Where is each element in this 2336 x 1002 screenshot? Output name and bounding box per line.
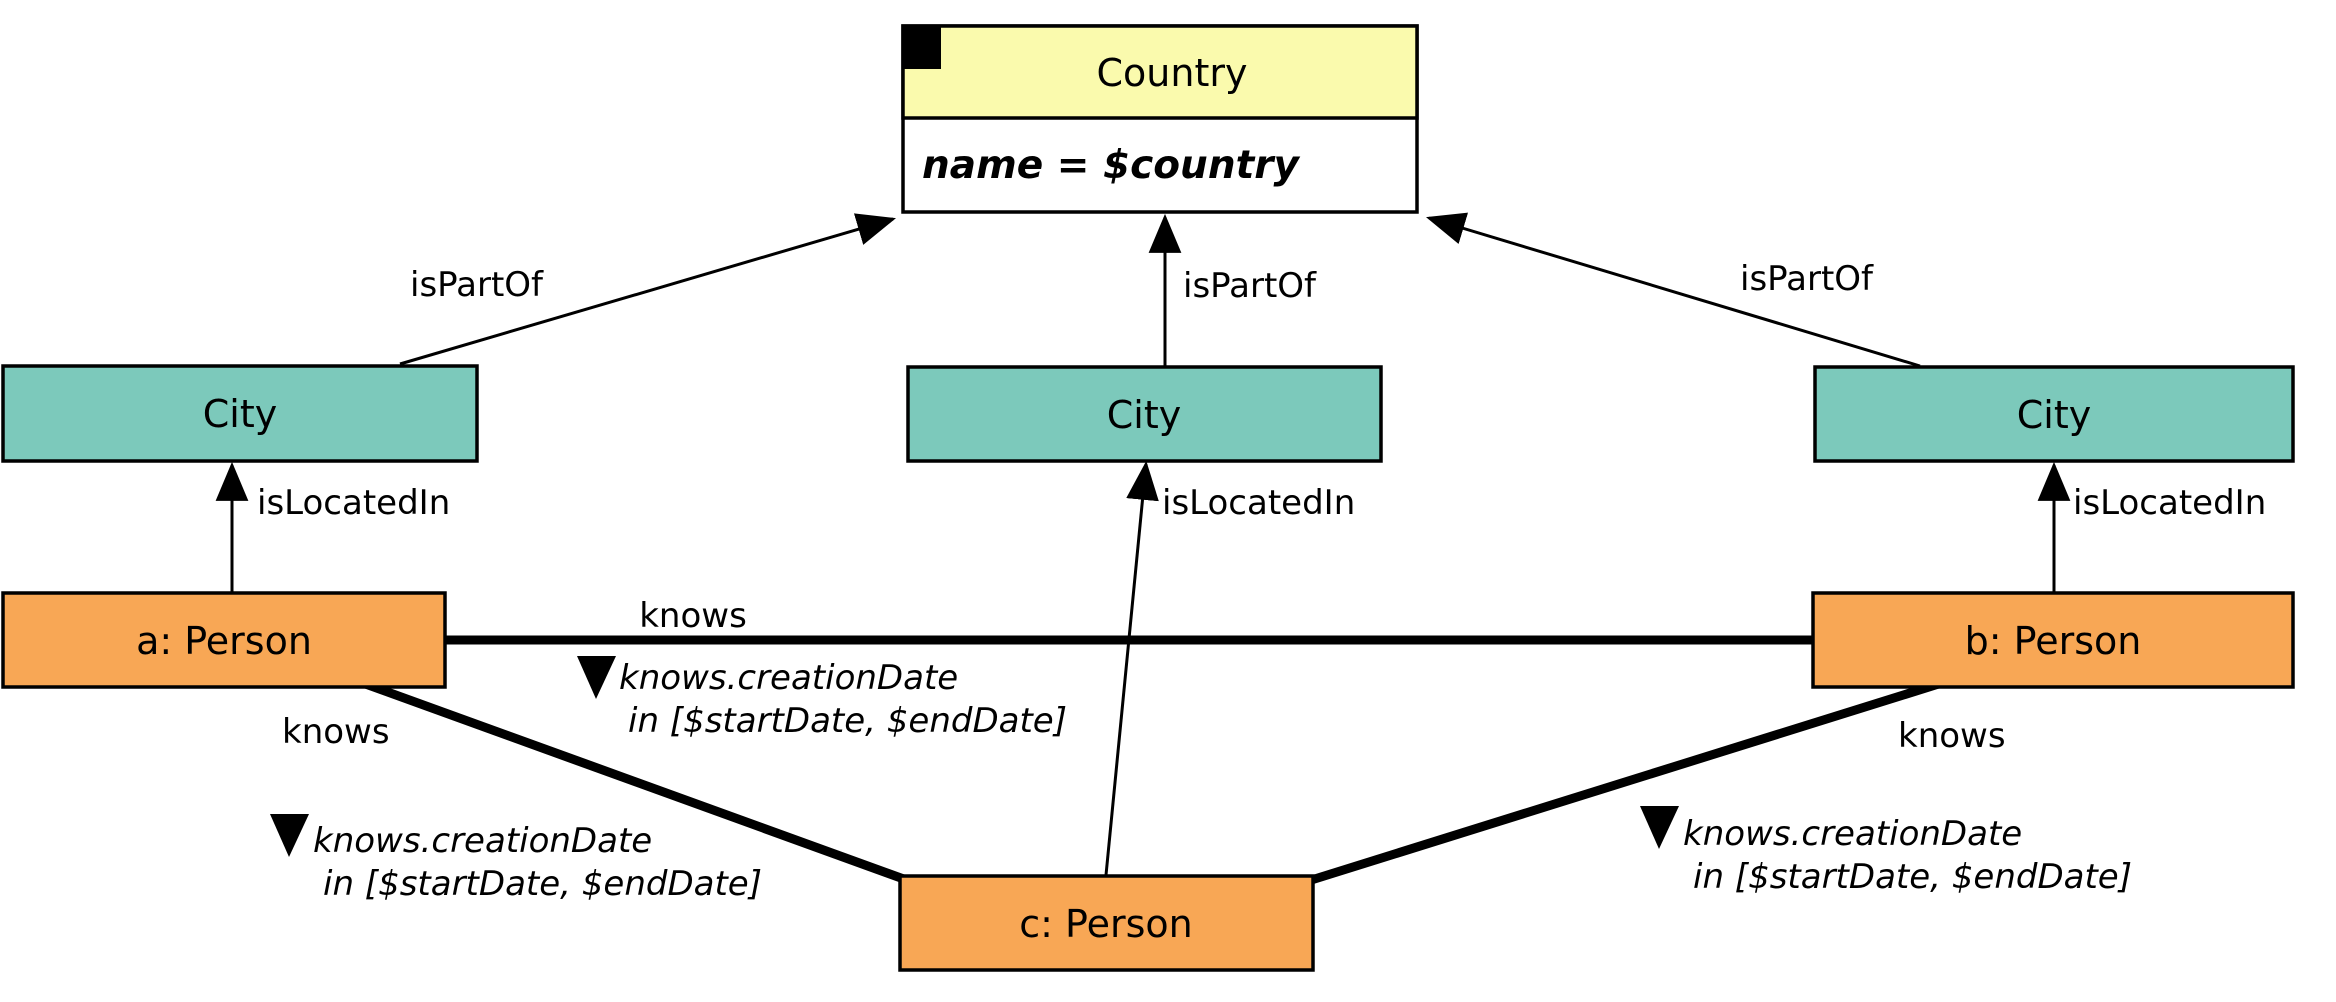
person-b-node: b: Person [1811, 591, 2295, 689]
constraint-triangle-icon [1640, 806, 1679, 849]
knows-ac-label: knows [282, 712, 390, 752]
ispartof-left-label: isPartOf [410, 265, 544, 305]
person-b-label: b: Person [1965, 619, 2142, 663]
constraint-ab-line1: knows.creationDate [619, 658, 958, 698]
ispartof-right-label: isPartOf [1740, 259, 1874, 299]
city-node-left: City [1, 364, 479, 463]
islocatedin-middle-label: isLocatedIn [1162, 483, 1355, 523]
islocatedin-left-label: isLocatedIn [257, 483, 450, 523]
country-corner-square-icon [903, 26, 941, 69]
constraint-triangle-icon [577, 656, 616, 699]
city-right-label: City [2017, 393, 2091, 437]
city-middle-label: City [1107, 393, 1181, 437]
country-label: Country [1097, 51, 1248, 95]
constraint-knows-ac: knows.creationDate in [$startDate, $endD… [270, 814, 762, 904]
person-b-rect [1811, 591, 2295, 689]
constraint-ac-line1: knows.creationDate [313, 821, 652, 861]
constraint-triangle-icon [270, 814, 309, 857]
constraint-bc-line1: knows.creationDate [1683, 814, 2022, 854]
city-middle-rect [906, 365, 1383, 463]
person-c-label: c: Person [1019, 902, 1192, 946]
constraint-ac-line2: in [$startDate, $endDate] [323, 864, 762, 904]
city-left-rect [1, 364, 479, 463]
edge-islocatedin-middle [1104, 460, 1159, 876]
knows-bc-label: knows [1898, 716, 2006, 756]
edge-ispartof-left [399, 213, 896, 366]
city-left-label: City [203, 392, 277, 436]
country-attribute: name = $country [922, 143, 1300, 188]
knows-ab-label: knows [639, 596, 747, 636]
constraint-bc-line2: in [$startDate, $endDate] [1693, 857, 2132, 897]
constraint-knows-ab: knows.creationDate in [$startDate, $endD… [577, 656, 1067, 741]
ispartof-middle-label: isPartOf [1183, 266, 1317, 306]
edge-ispartof-right [1426, 212, 1921, 368]
edge-knows-b-c [1303, 677, 1947, 887]
constraint-ab-line2: in [$startDate, $endDate] [628, 701, 1067, 741]
person-c-rect [898, 874, 1315, 972]
islocatedin-right-label: isLocatedIn [2073, 483, 2266, 523]
city-right-rect [1813, 365, 2295, 463]
person-c-node: c: Person [898, 874, 1315, 972]
city-node-middle: City [906, 365, 1383, 463]
constraint-knows-bc: knows.creationDate in [$startDate, $endD… [1640, 806, 2132, 897]
person-a-label: a: Person [136, 619, 312, 663]
person-a-node: a: Person [1, 591, 447, 689]
country-header [901, 24, 1419, 120]
country-node: Country name = $country [901, 24, 1419, 214]
city-node-right: City [1813, 365, 2295, 463]
edge-knows-a-c [358, 677, 914, 887]
person-a-rect [1, 591, 447, 689]
